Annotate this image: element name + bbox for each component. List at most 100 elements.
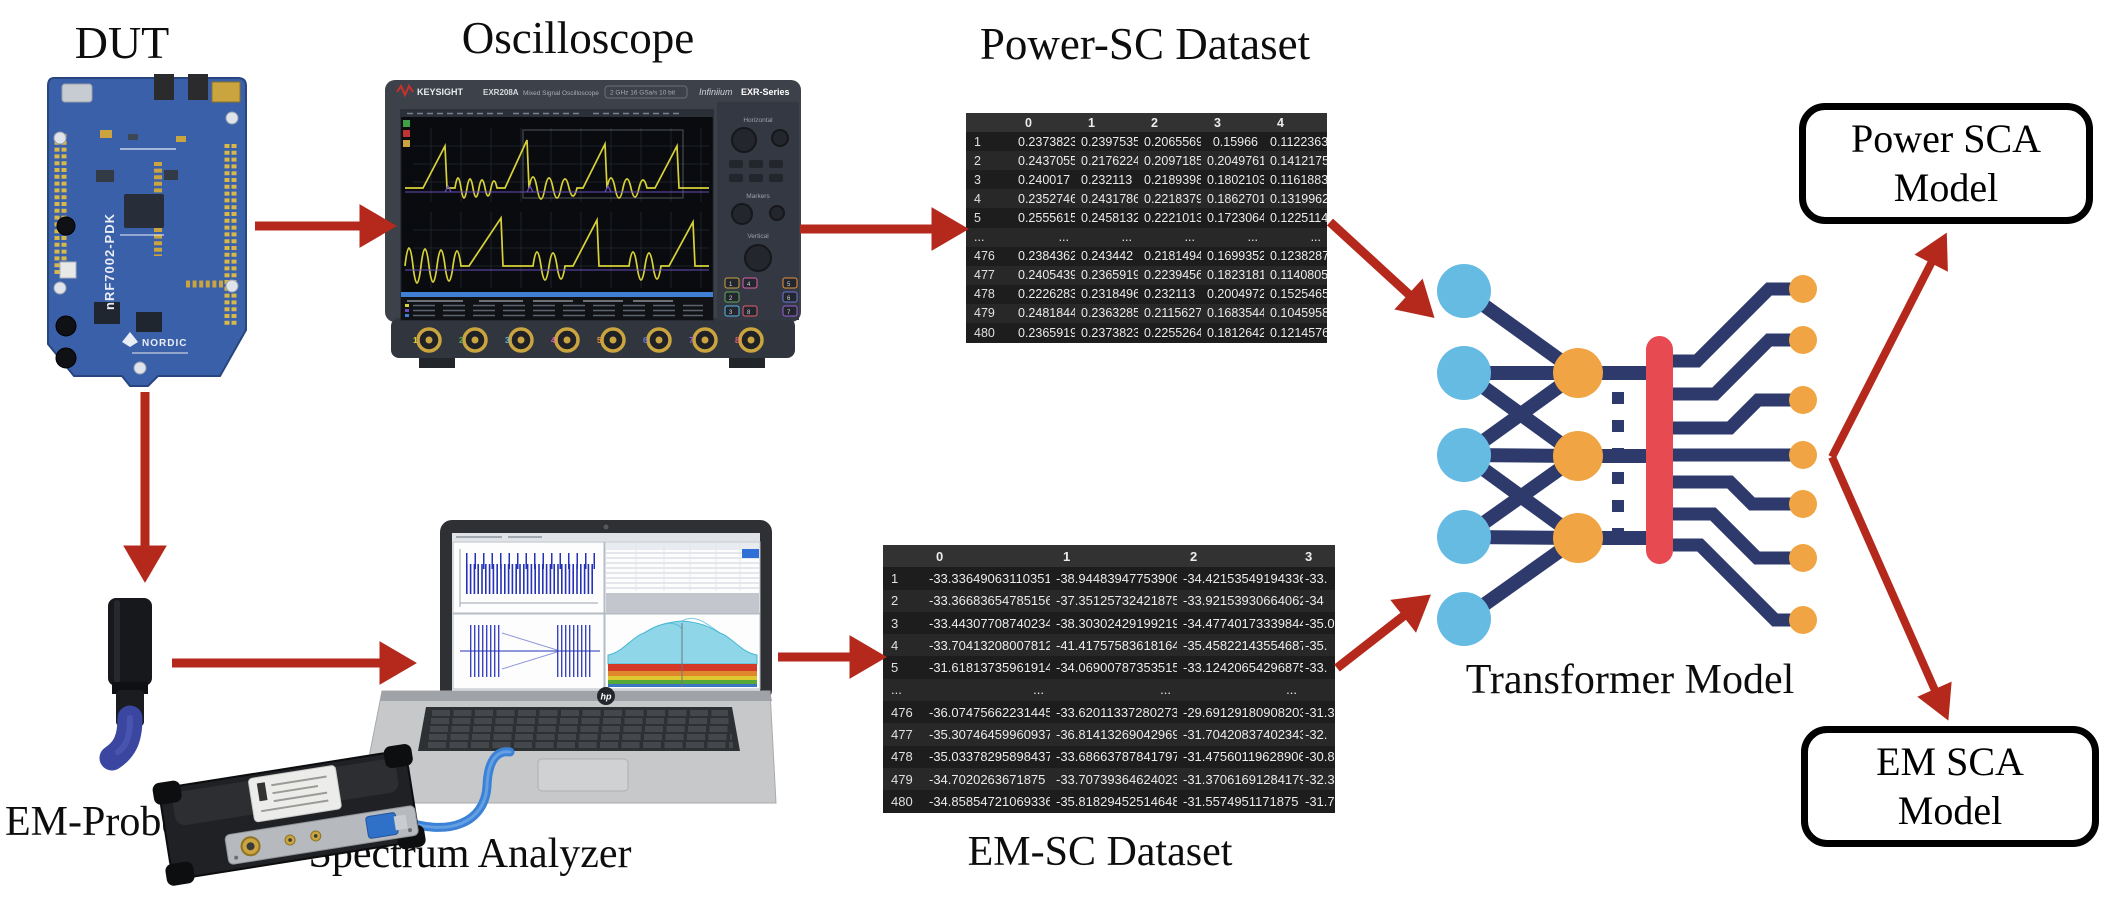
table-cell: 0.1525465 xyxy=(1270,287,1327,302)
scope-vertical-label: Vertical xyxy=(747,233,769,240)
table-cell: -31.5574951171875 xyxy=(1183,793,1299,809)
table-cell: -31.370616912841797 xyxy=(1183,771,1303,787)
table-cell: 0.2181494 xyxy=(1144,249,1201,264)
table-cell: 4 xyxy=(891,637,899,653)
table-cell: -30.88 xyxy=(1305,749,1335,765)
column-header: 2 xyxy=(1151,115,1158,130)
table-cell: -36.81413269042969 xyxy=(1056,727,1177,743)
power-sca-model-line2: Model xyxy=(1893,164,1999,210)
table-cell: -41.41757583618164 xyxy=(1056,637,1177,653)
table-cell: 0.1238287 xyxy=(1270,249,1327,264)
table-cell: -33.921539306640625 xyxy=(1183,593,1303,609)
table-cell: 476 xyxy=(974,249,995,264)
table-cell: 0.2397535 xyxy=(1081,134,1138,149)
table-row: 1-33.336490631103516-38.94483947753906-3… xyxy=(883,567,1335,590)
table-cell: 0.2218379 xyxy=(1144,191,1201,206)
table-cell: -35.307464599609375 xyxy=(929,727,1050,743)
table-cell: 0.1225114 xyxy=(1270,211,1327,226)
column-header: 2 xyxy=(1190,548,1198,564)
table-cell: 0.1699352 xyxy=(1207,249,1264,264)
table-cell: ... xyxy=(1160,682,1171,698)
table-cell: -34.47740173339844 xyxy=(1183,615,1303,631)
table-cell: 3 xyxy=(974,172,981,187)
table-cell: -33.36683654785156 xyxy=(929,593,1050,609)
table-cell: 0.2115627 xyxy=(1144,306,1201,321)
table-cell: -31.61813735961914 xyxy=(929,660,1050,676)
oscilloscope-image: KEYSIGHT EXR208A Mixed Signal Oscillosco… xyxy=(385,80,801,368)
table-cell: 0.1122363 xyxy=(1270,134,1327,149)
nordic-logo-icon xyxy=(122,332,138,347)
table-row: ............ xyxy=(883,678,1335,702)
table-cell: 0.2189398 xyxy=(1144,172,1201,187)
table-cell: 0.2255264 xyxy=(1144,325,1201,340)
table-cell: -33.620113372802734 xyxy=(1056,704,1177,720)
table-cell: 478 xyxy=(974,287,995,302)
table-cell: 0.2365919 xyxy=(1018,325,1075,340)
table-cell: -33.336490631103516 xyxy=(929,570,1050,586)
table-cell: 2 xyxy=(974,153,981,168)
table-cell: ... xyxy=(1184,230,1195,245)
table-cell: -32. xyxy=(1305,727,1328,743)
table-cell: 0.2097185 xyxy=(1144,153,1201,168)
svg-text:3: 3 xyxy=(505,336,510,345)
table-cell: 0.232113 xyxy=(1144,287,1196,302)
table-cell: -33. xyxy=(1305,570,1328,586)
attention-bar xyxy=(1646,336,1673,564)
keysight-logo-icon xyxy=(396,83,414,98)
svg-text:hp: hp xyxy=(601,692,612,702)
table-row: 480-34.85854721069336-35.818294525146484… xyxy=(883,790,1335,813)
svg-text:6: 6 xyxy=(643,336,648,345)
transformer-model-icon xyxy=(1437,264,1817,646)
table-cell: ... xyxy=(1247,230,1258,245)
table-cell: -31.78 xyxy=(1305,793,1335,809)
table-row: 2-33.36683654785156-37.35125732421875-33… xyxy=(883,589,1335,612)
table-cell: -34 xyxy=(1305,593,1324,609)
table-cell: -33.443077087402344 xyxy=(929,615,1050,631)
table-cell: 0.2049761 xyxy=(1207,153,1264,168)
column-header: 1 xyxy=(1088,115,1095,130)
table-cell: -35.033782958984375 xyxy=(929,749,1050,765)
table-cell: 0.1319962 xyxy=(1270,191,1327,206)
table-cell: 0.243442 xyxy=(1081,249,1134,264)
table-row: 477-35.307464599609375-36.81413269042969… xyxy=(883,723,1335,746)
usb-cable xyxy=(396,747,515,832)
table-cell: 0.1412175 xyxy=(1270,153,1327,168)
power-dataset-label: Power-SC Dataset xyxy=(979,19,1311,69)
power-sca-model-line1: Power SCA xyxy=(1850,115,2042,161)
scope-waveform-top xyxy=(405,139,709,200)
em-sca-model-line2: Model xyxy=(1897,787,2003,833)
scope-series-brand: Infiniium xyxy=(699,87,733,97)
dots xyxy=(1612,392,1624,540)
svg-text:4: 4 xyxy=(747,282,751,288)
dut-label: DUT xyxy=(74,17,170,68)
column-header: 1 xyxy=(1063,548,1071,564)
table-cell: 0.2555615 xyxy=(1018,211,1075,226)
column-header: 3 xyxy=(1305,548,1313,564)
table-cell: 0.2431786 xyxy=(1081,191,1138,206)
arrow-transformer-to-em-model xyxy=(1828,455,1940,695)
table-cell: ... xyxy=(1286,682,1297,698)
table-cell: -33.68663787841797 xyxy=(1056,749,1177,765)
scope-markers-label: Markers xyxy=(746,193,770,200)
table-cell: 479 xyxy=(974,306,995,321)
table-cell: 0.1723064 xyxy=(1207,211,1264,226)
output-nodes xyxy=(1789,275,1817,634)
table-cell: -29.69129180908203 xyxy=(1183,704,1303,720)
table-cell: 0.2405439 xyxy=(1018,268,1075,283)
table-cell: 0.2352746 xyxy=(1018,191,1075,206)
table-cell: -37.35125732421875 xyxy=(1056,593,1177,609)
table-cell: -34.42153549194336 xyxy=(1183,570,1303,586)
table-cell: 0.2363285 xyxy=(1081,306,1138,321)
svg-text:8: 8 xyxy=(735,336,740,345)
table-cell: -35.818294525146484 xyxy=(1056,793,1177,809)
scope-brand: KEYSIGHT xyxy=(417,87,464,97)
